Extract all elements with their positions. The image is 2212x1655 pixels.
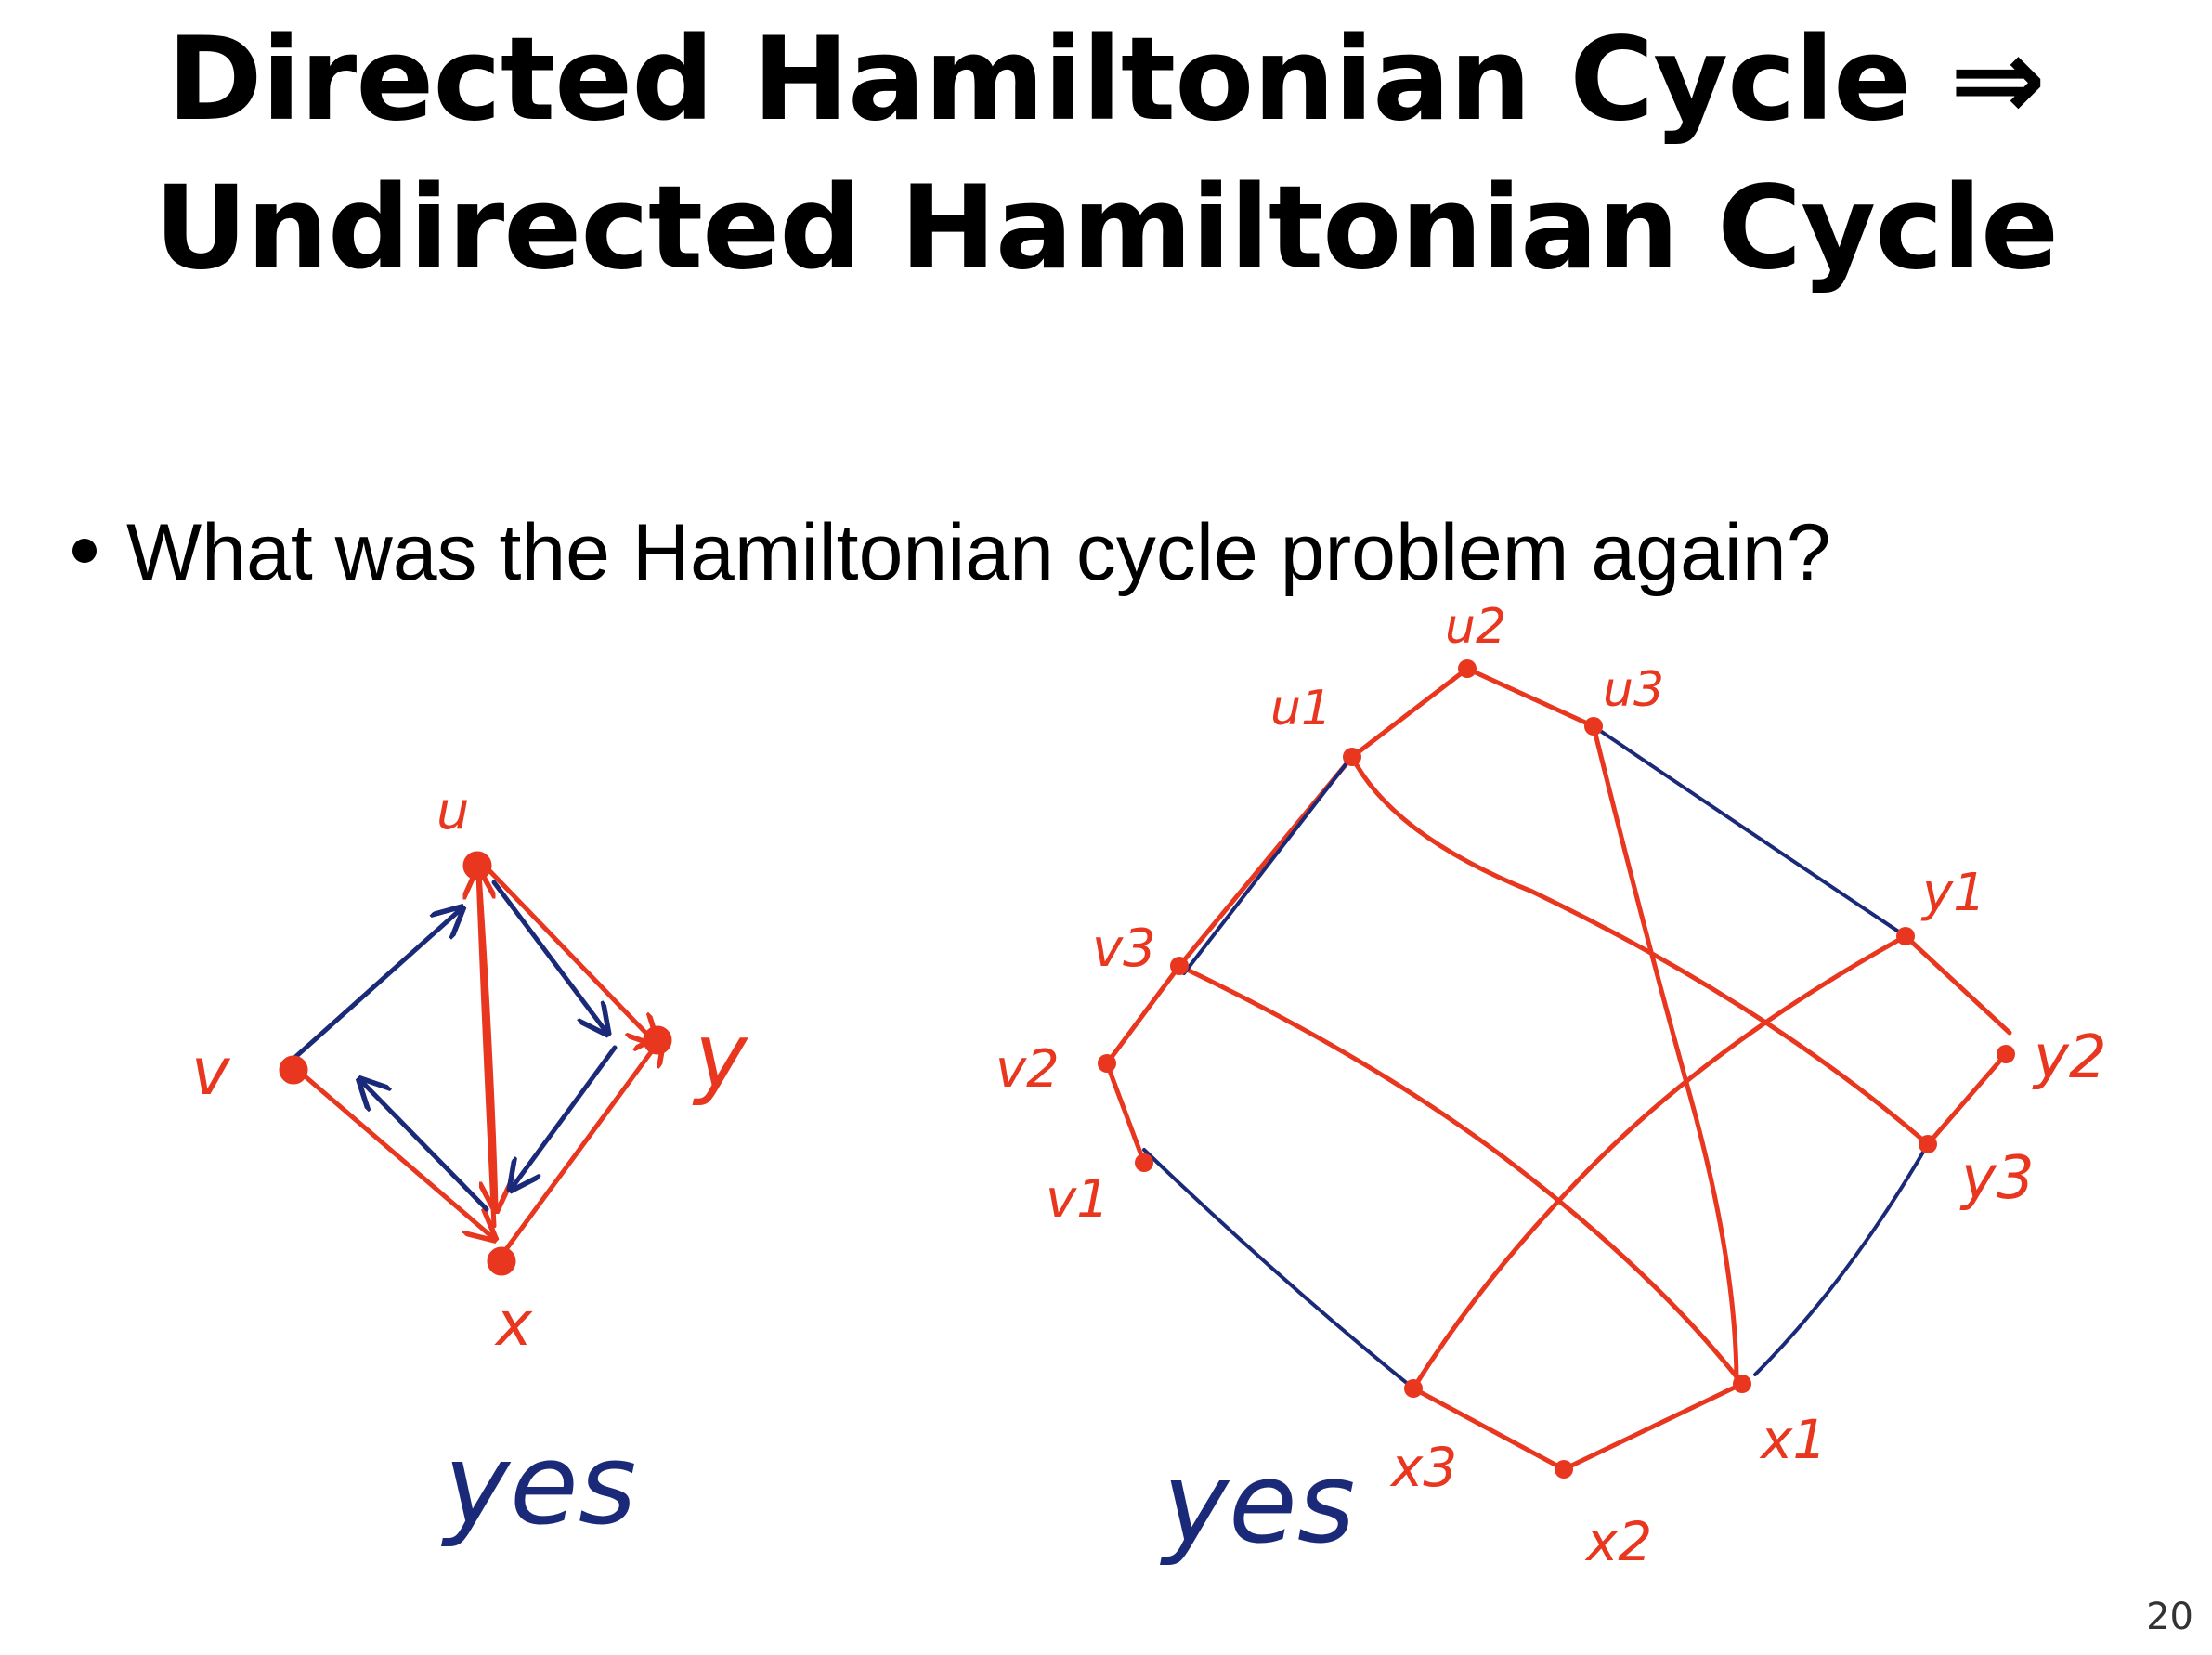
edge-u-to-y — [478, 859, 655, 1042]
vertex-x2 — [1555, 1460, 1573, 1479]
edge-x-to-y — [499, 1038, 661, 1258]
label-y: y — [692, 1004, 748, 1108]
edge-u-to-y-blue — [491, 880, 605, 1031]
edge-u3-y1 — [1592, 724, 1907, 938]
label-u: u — [436, 781, 470, 841]
edge-x-to-v — [362, 1082, 489, 1212]
answer-undirected: yes — [1160, 1440, 1355, 1569]
edge-v-to-u — [291, 910, 460, 1062]
edge-y1-x3 — [1411, 933, 1908, 1391]
vertex-y3 — [1919, 1135, 1937, 1153]
slide-title-line-2: Undirected Hamiltonian Cycle — [153, 162, 2059, 295]
slide-title: Directed Hamiltonian Cycle ⇒ Undirected … — [0, 0, 2212, 303]
label-x1: x1 — [1759, 1408, 1827, 1471]
vertex-y — [643, 1025, 672, 1055]
directed-graph: u v y x yes — [191, 781, 748, 1550]
label-v2: v2 — [995, 1039, 1060, 1100]
edge-u1-v3-blue — [1182, 762, 1348, 975]
edge-y3-x1 — [1753, 1142, 1930, 1376]
bullet-dot-icon — [72, 539, 97, 564]
edge-u3-x1 — [1591, 723, 1739, 1387]
edge-y1-y2 — [1903, 933, 2012, 1036]
bullet-text: What was the Hamiltonian cycle problem a… — [126, 508, 1831, 597]
label-x2: x2 — [1584, 1510, 1652, 1573]
vertex-x — [487, 1246, 516, 1276]
answer-directed: yes — [441, 1421, 636, 1550]
label-u2: u2 — [1445, 599, 1506, 655]
slide-title-line-1: Directed Hamiltonian Cycle ⇒ — [166, 13, 2047, 147]
vertex-u — [462, 851, 492, 880]
edge-y2-y3 — [1925, 1051, 2009, 1147]
label-v: v — [191, 1034, 231, 1110]
vertex-v3 — [1170, 957, 1189, 975]
edge-u-to-x — [476, 870, 496, 1207]
label-y1: y1 — [1920, 863, 1986, 923]
edge-v-to-x — [293, 1065, 492, 1237]
vertex-v2 — [1098, 1054, 1116, 1073]
vertex-x3 — [1404, 1379, 1423, 1398]
label-u3: u3 — [1603, 662, 1664, 718]
vertex-u2 — [1458, 659, 1477, 678]
edge-u1-u2 — [1349, 666, 1470, 760]
bullet-item: What was the Hamiltonian cycle problem a… — [72, 502, 1831, 604]
edge-v3-x1 — [1177, 963, 1745, 1387]
label-u1: u1 — [1270, 681, 1332, 736]
edge-x3-x2 — [1411, 1386, 1567, 1472]
edge-y-to-x — [513, 1045, 618, 1187]
label-y2: y2 — [2032, 1023, 2107, 1092]
undirected-graph: u2 u1 u3 v3 v2 v1 y1 y2 y3 x3 x2 x1 yes — [995, 599, 2107, 1573]
label-y3: y3 — [1959, 1144, 2035, 1213]
edge-u1-y3 — [1349, 754, 1931, 1147]
label-v1: v1 — [1046, 1169, 1110, 1230]
label-x: x — [494, 1288, 533, 1360]
edge-v2-v1 — [1104, 1061, 1147, 1166]
vertex-y1 — [1896, 927, 1915, 945]
vertex-y2 — [1997, 1045, 2015, 1063]
edge-v3-v2 — [1104, 963, 1182, 1066]
edge-u2-u3 — [1464, 666, 1596, 729]
label-v3: v3 — [1092, 919, 1156, 979]
vertex-x1 — [1733, 1375, 1751, 1393]
vertex-v — [279, 1055, 308, 1085]
vertex-u1 — [1343, 748, 1361, 766]
label-x3: x3 — [1389, 1436, 1457, 1499]
page-number: 20 — [2146, 1596, 2193, 1638]
edge-x2-x1 — [1561, 1381, 1745, 1472]
vertex-v1 — [1135, 1153, 1153, 1172]
vertex-u3 — [1584, 717, 1603, 736]
edge-v1-x3 — [1142, 1148, 1415, 1390]
